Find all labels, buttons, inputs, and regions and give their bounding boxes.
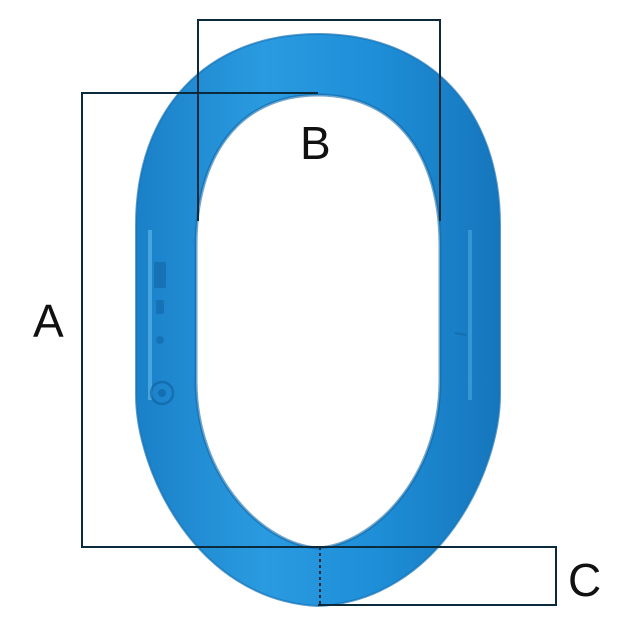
dimension-c-label: C [568,554,602,606]
dimension-b-label: B [300,117,331,169]
dimension-c-bracket [318,546,557,606]
dimension-a-label: A [33,295,64,347]
dimension-a-bracket [81,92,318,548]
dimension-lines [81,19,557,606]
circle-logo-icon [149,380,175,406]
ring-weld-mark [454,332,467,336]
ring-stamp-markings [154,262,166,344]
dimension-b-bracket [197,19,441,221]
